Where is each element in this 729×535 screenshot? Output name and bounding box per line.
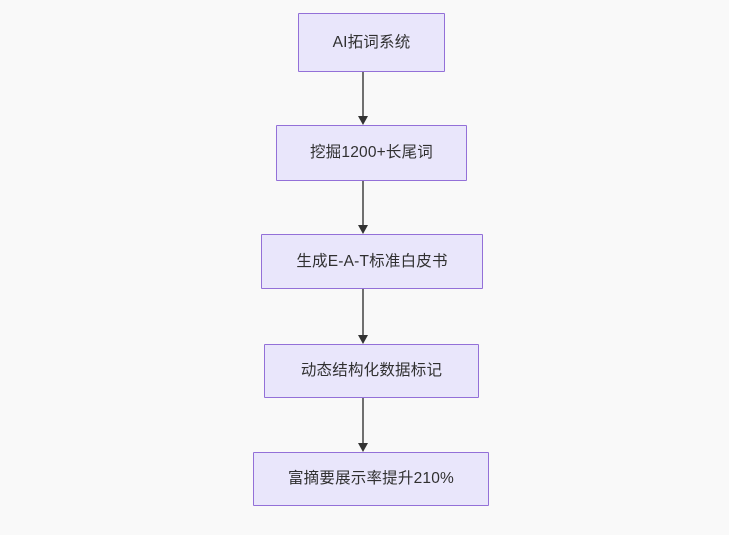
flowchart-node-mine-longtail-keywords[interactable]: 挖掘1200+长尾词 [276, 125, 467, 181]
flowchart-node-label: 生成E-A-T标准白皮书 [296, 252, 448, 270]
flowchart-node-label: AI拓词系统 [332, 33, 411, 51]
flowchart-node-dynamic-structured-data-markup[interactable]: 动态结构化数据标记 [264, 344, 479, 398]
flowchart-node-generate-eat-whitepaper[interactable]: 生成E-A-T标准白皮书 [261, 234, 483, 289]
flowchart-node-ai-keyword-system[interactable]: AI拓词系统 [298, 13, 445, 72]
flowchart-edge-arrow [358, 72, 368, 125]
flowchart-edge-arrow [358, 181, 368, 234]
flowchart-node-label: 动态结构化数据标记 [300, 362, 443, 380]
flowchart-edge-arrow [358, 289, 368, 344]
flowchart-node-label: 挖掘1200+长尾词 [309, 144, 434, 162]
flowchart-node-rich-snippet-impression-uplift[interactable]: 富摘要展示率提升210% [253, 452, 489, 506]
flowchart-edge-arrow [358, 398, 368, 452]
flowchart-node-label: 富摘要展示率提升210% [287, 470, 455, 488]
